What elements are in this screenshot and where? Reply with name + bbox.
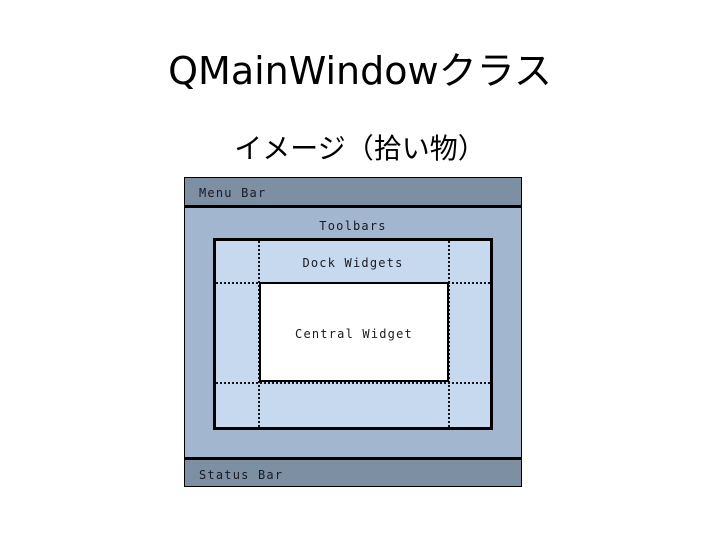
status-bar-label: Status Bar (199, 468, 284, 482)
dock-widgets-region: Dock Widgets Central Widget (213, 238, 493, 430)
dock-divider-right (448, 241, 450, 427)
central-widget-region: Central Widget (259, 282, 449, 382)
page-subtitle: イメージ（拾い物） (234, 132, 486, 165)
page-title: QMainWindowクラス (168, 49, 552, 93)
status-bar-region: Status Bar (185, 457, 521, 486)
toolbars-label: Toolbars (319, 219, 387, 233)
qmainwindow-diagram: Menu Bar Toolbars Dock Widgets Central W… (184, 177, 522, 487)
menu-bar-region: Menu Bar (185, 178, 521, 208)
dock-widgets-label: Dock Widgets (302, 256, 404, 270)
menu-bar-label: Menu Bar (199, 186, 267, 200)
dock-divider-bottom (216, 382, 490, 384)
central-widget-label: Central Widget (295, 327, 413, 341)
